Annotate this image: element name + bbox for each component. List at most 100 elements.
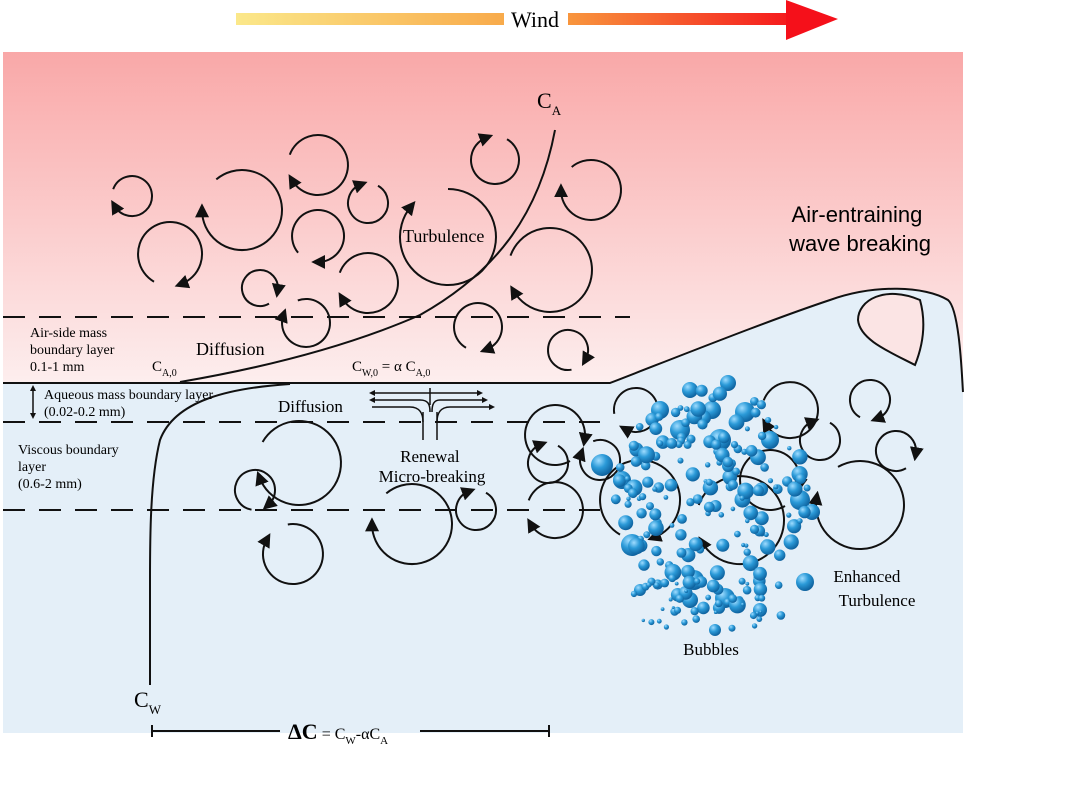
bubble — [744, 426, 750, 432]
bubble — [718, 431, 730, 444]
wind-arrow — [236, 0, 838, 40]
bubble — [763, 532, 769, 538]
bubble — [787, 446, 792, 451]
bubble — [610, 494, 621, 505]
bubble — [668, 574, 677, 583]
bubble — [796, 573, 814, 591]
eddy — [455, 487, 497, 532]
eddy — [240, 269, 286, 308]
eddy — [453, 302, 503, 354]
eddy — [399, 188, 497, 286]
eddy — [527, 440, 569, 485]
bubble — [660, 578, 670, 588]
bubble — [737, 482, 754, 500]
bubble — [643, 531, 651, 539]
bubble — [753, 582, 768, 597]
bubble — [713, 610, 718, 614]
bubble — [648, 619, 655, 626]
bubble — [675, 529, 687, 541]
bubble — [745, 445, 758, 457]
bubble — [669, 523, 675, 528]
delta-bracket — [151, 725, 550, 737]
bubble — [714, 599, 723, 608]
bubble — [653, 582, 660, 589]
bubble — [656, 558, 664, 566]
renewal-label: Renewal Micro-breaking — [379, 447, 486, 486]
eddy — [338, 252, 399, 315]
eddy — [849, 378, 891, 423]
bubble — [773, 484, 779, 490]
bubble — [652, 486, 658, 492]
water-surface — [3, 287, 964, 393]
bubble — [660, 607, 665, 611]
bubble — [666, 438, 678, 449]
bubble — [757, 431, 767, 441]
bubbles-label: Bubbles — [683, 640, 739, 659]
bubble — [718, 512, 725, 518]
bubble — [692, 494, 703, 504]
eddy — [554, 159, 622, 221]
bubble — [773, 424, 779, 430]
bubble — [732, 467, 740, 476]
bubble — [685, 467, 700, 482]
bubble — [758, 594, 766, 602]
bubble — [613, 474, 626, 488]
bubble — [681, 619, 688, 626]
bubble — [756, 400, 767, 410]
bubble — [760, 463, 769, 472]
boundary-lines — [3, 316, 630, 511]
bubble — [688, 537, 703, 552]
renewal-flow-arrows — [369, 388, 495, 440]
eddy — [470, 133, 520, 185]
eddy — [137, 221, 204, 289]
bubble — [759, 610, 763, 614]
bubble — [681, 418, 690, 428]
bubble — [641, 618, 645, 623]
bubble — [649, 422, 663, 435]
bubble — [739, 495, 745, 501]
bubble — [663, 495, 669, 500]
bubble-plume — [591, 375, 820, 636]
bubble — [706, 579, 720, 593]
bubble — [703, 501, 715, 513]
bubble — [683, 406, 690, 413]
bubble — [730, 441, 739, 449]
bubble — [783, 534, 799, 550]
bubble — [628, 537, 645, 555]
bubble — [798, 505, 811, 519]
wave-air-pocket — [856, 292, 925, 367]
eddy — [527, 481, 584, 540]
bubble — [673, 606, 682, 614]
bubble — [641, 461, 651, 471]
bubble — [626, 496, 631, 501]
bubble — [795, 473, 807, 485]
bubble — [671, 606, 675, 609]
delta-c-equation: ΔC = CW-αCA — [288, 719, 388, 747]
bubble — [675, 594, 684, 603]
water-diffusion-label: Diffusion — [278, 397, 343, 416]
eddy — [195, 169, 283, 252]
bubble — [683, 440, 692, 449]
bubble — [615, 463, 625, 472]
bubble — [636, 508, 647, 519]
eddy — [111, 175, 153, 218]
bubble — [742, 555, 759, 572]
bubble — [722, 456, 734, 468]
bubble — [705, 594, 712, 601]
bubble — [745, 581, 750, 586]
eddy — [274, 297, 331, 348]
bubble — [624, 500, 632, 508]
bubble — [752, 484, 764, 496]
eddy — [547, 329, 595, 372]
bubble — [730, 506, 736, 512]
bubble — [648, 520, 664, 536]
eddy — [612, 386, 659, 439]
bubble — [750, 407, 761, 418]
bubble — [754, 511, 769, 526]
air-turbulence-label: Turbulence — [403, 226, 484, 246]
eddy — [257, 523, 324, 586]
cw0-equation-label: CW,0 = α CA,0 — [352, 359, 430, 379]
bubble — [750, 397, 759, 406]
bubble — [712, 386, 728, 401]
